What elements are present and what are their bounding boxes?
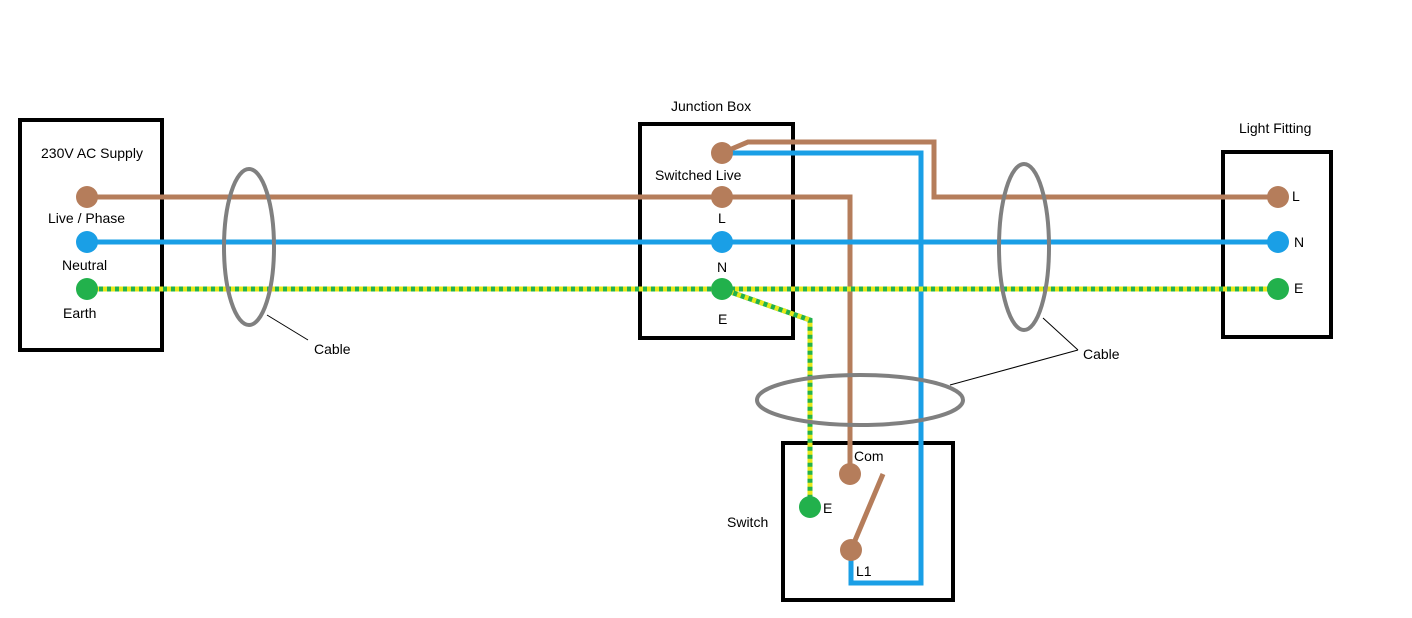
junction-box-title: Junction Box <box>671 98 751 114</box>
live-wire <box>87 194 853 475</box>
switch-l1-terminal <box>840 539 862 561</box>
supply-title: 230V AC Supply <box>41 145 143 161</box>
supply-neutral-terminal <box>76 231 98 253</box>
junction-live-terminal <box>711 186 733 208</box>
supply-earth-label: Earth <box>63 305 96 321</box>
switch-return-wire <box>722 150 924 586</box>
junction-switched-live-terminal <box>711 142 733 164</box>
light-e-label: E <box>1294 280 1303 296</box>
switch-earth-terminal <box>799 496 821 518</box>
switch-earth-wire-green <box>721 286 813 507</box>
junction-earth-terminal <box>711 278 733 300</box>
light-fitting-title: Light Fitting <box>1239 120 1311 136</box>
switch-e-label: E <box>823 500 832 516</box>
switch-lever <box>848 473 886 551</box>
switch-box <box>781 441 955 602</box>
cable-leader-switch <box>949 349 1079 386</box>
cable-leader-left <box>266 314 309 341</box>
switch-title: Switch <box>727 514 768 530</box>
cable-label-right: Cable <box>1083 346 1120 362</box>
junction-e-label: E <box>718 311 727 327</box>
cable-label-left: Cable <box>314 341 351 357</box>
switch-l1-label: L1 <box>856 563 872 579</box>
switch-com-label: Com <box>854 448 884 464</box>
supply-earth-terminal <box>76 278 98 300</box>
switch-earth-wire-yellow <box>721 286 813 507</box>
cable-ring-right <box>997 162 1051 332</box>
supply-neutral-label: Neutral <box>62 257 107 273</box>
junction-box <box>638 122 795 340</box>
light-earth-terminal <box>1267 278 1289 300</box>
supply-live-terminal <box>76 186 98 208</box>
light-live-terminal <box>1267 186 1289 208</box>
cable-ring-switch <box>755 373 965 427</box>
light-l-label: L <box>1292 188 1300 204</box>
light-n-label: N <box>1294 234 1304 250</box>
cable-ring-left <box>222 167 276 327</box>
cable-leader-right <box>1042 317 1079 351</box>
supply-live-label: Live / Phase <box>48 210 125 226</box>
switched-live-wire <box>721 139 1278 200</box>
supply-box <box>18 118 164 352</box>
switch-com-terminal <box>839 463 861 485</box>
junction-neutral-terminal <box>711 231 733 253</box>
junction-n-label: N <box>717 259 727 275</box>
junction-l-label: L <box>718 210 726 226</box>
junction-switched-live-label: Switched Live <box>655 167 742 183</box>
light-neutral-terminal <box>1267 231 1289 253</box>
